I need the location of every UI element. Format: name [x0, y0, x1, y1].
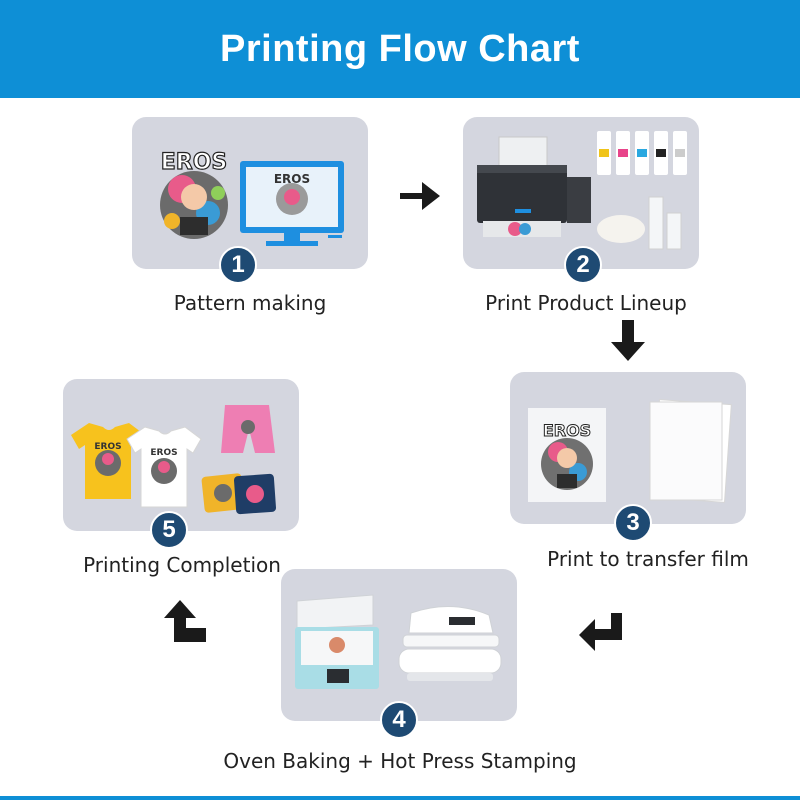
printer-lineup-illustration — [477, 131, 687, 250]
film-artwork — [541, 438, 593, 490]
page-title: Printing Flow Chart — [220, 27, 580, 70]
step-2-caption: Print Product Lineup — [485, 291, 687, 315]
white-tshirt-icon — [126, 426, 202, 508]
monitor-artwork-lettering: EROS — [274, 172, 310, 186]
step-4-caption: Oven Baking + Hot Press Stamping — [223, 749, 577, 773]
transfer-film-illustration: EROS — [528, 399, 732, 503]
step-4-badge: 4 — [380, 701, 418, 739]
monitor-icon — [240, 161, 344, 246]
step-5-badge: 5 — [150, 511, 188, 549]
pink-shorts-icon — [221, 405, 275, 453]
oven-and-press-illustration — [295, 594, 502, 689]
artwork-lettering: EROS — [161, 150, 228, 175]
header-bar: Printing Flow Chart — [0, 0, 800, 98]
step-2-panel — [463, 117, 699, 269]
finished-products-illustration: EROS EROS — [71, 405, 277, 515]
heat-press-icon — [398, 606, 502, 681]
step-3-panel: EROS — [510, 372, 746, 524]
pattern-design-illustration: EROS EROS — [160, 149, 344, 246]
cartoon-artwork — [160, 171, 228, 239]
film-artwork-lettering: EROS — [543, 421, 591, 440]
step-4-panel — [281, 569, 517, 721]
step-2-badge: 2 — [564, 246, 602, 284]
white-shirt-lettering: EROS — [150, 448, 177, 458]
step-1-badge: 1 — [219, 246, 257, 284]
printer-icon — [477, 136, 591, 237]
arrow-turn-up-icon — [164, 600, 206, 642]
arrow-down-icon — [611, 320, 645, 361]
yellow-shirt-lettering: EROS — [94, 442, 121, 452]
footer-rule — [0, 796, 800, 800]
ink-bottles-icon — [597, 131, 687, 175]
step-3-badge: 3 — [614, 504, 652, 542]
step-3-caption: Print to transfer film — [547, 547, 749, 571]
step-5-panel: EROS EROS — [63, 379, 299, 531]
blank-film-stack-icon — [649, 399, 732, 503]
step-1-caption: Pattern making — [173, 291, 327, 315]
step-5-caption: Printing Completion — [83, 553, 281, 577]
oven-icon — [295, 594, 379, 689]
arrow-return-left-icon — [579, 613, 622, 651]
pillows-icon — [201, 473, 277, 515]
yellow-tshirt-icon — [71, 423, 145, 499]
step-1-panel: EROS EROS — [132, 117, 368, 269]
arrow-right-icon — [400, 182, 440, 210]
powder-and-film-icon — [597, 196, 682, 250]
